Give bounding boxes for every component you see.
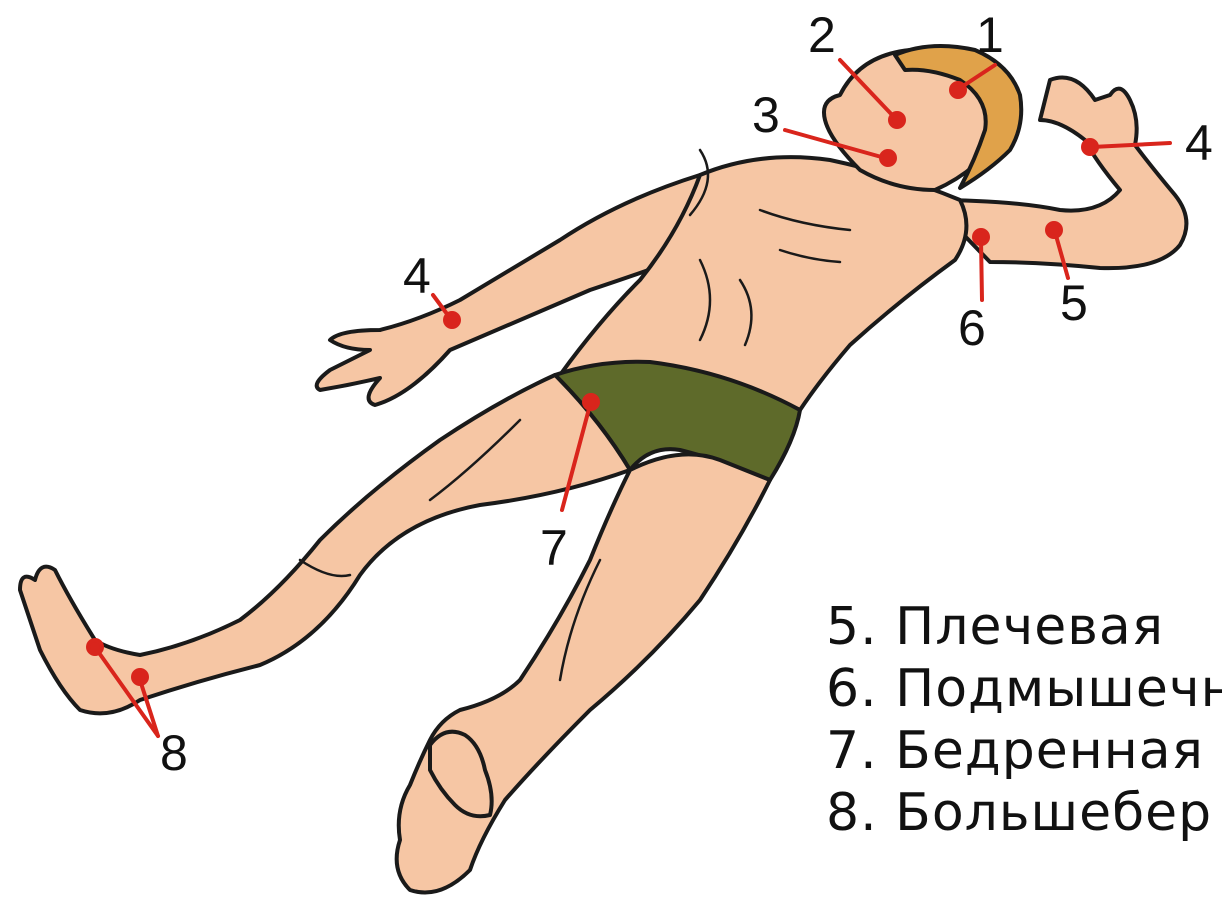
legend: 5. Плечевая 6. Подмышечн 7. Бедренная 8.…: [826, 596, 1222, 844]
marker-label-8: 8: [160, 725, 188, 781]
marker-8-dot-a: [88, 640, 102, 654]
marker-label-4a: 4: [403, 248, 431, 304]
legend-item: 6. Подмышечн: [826, 658, 1222, 720]
legend-item: 8. Большебер: [826, 782, 1222, 844]
marker-6-dot: [974, 230, 988, 244]
marker-4a-dot: [445, 313, 459, 327]
marker-label-7: 7: [540, 520, 568, 576]
legend-item: 5. Плечевая: [826, 596, 1222, 658]
marker-label-4b: 4: [1185, 115, 1213, 171]
marker-label-5: 5: [1060, 275, 1088, 331]
marker-7-dot: [584, 395, 598, 409]
marker-label-2: 2: [808, 7, 836, 63]
marker-2-dot: [890, 113, 904, 127]
marker-1-dot: [951, 83, 965, 97]
marker-label-1: 1: [976, 7, 1004, 63]
marker-6-line: [981, 240, 982, 300]
marker-5-dot: [1047, 223, 1061, 237]
marker-8-dot-b: [133, 670, 147, 684]
marker-3-dot: [881, 151, 895, 165]
marker-4b-dot: [1083, 140, 1097, 154]
marker-label-6: 6: [958, 300, 986, 356]
right-leg: [397, 454, 770, 892]
legend-item: 7. Бедренная: [826, 720, 1222, 782]
marker-label-3: 3: [752, 87, 780, 143]
